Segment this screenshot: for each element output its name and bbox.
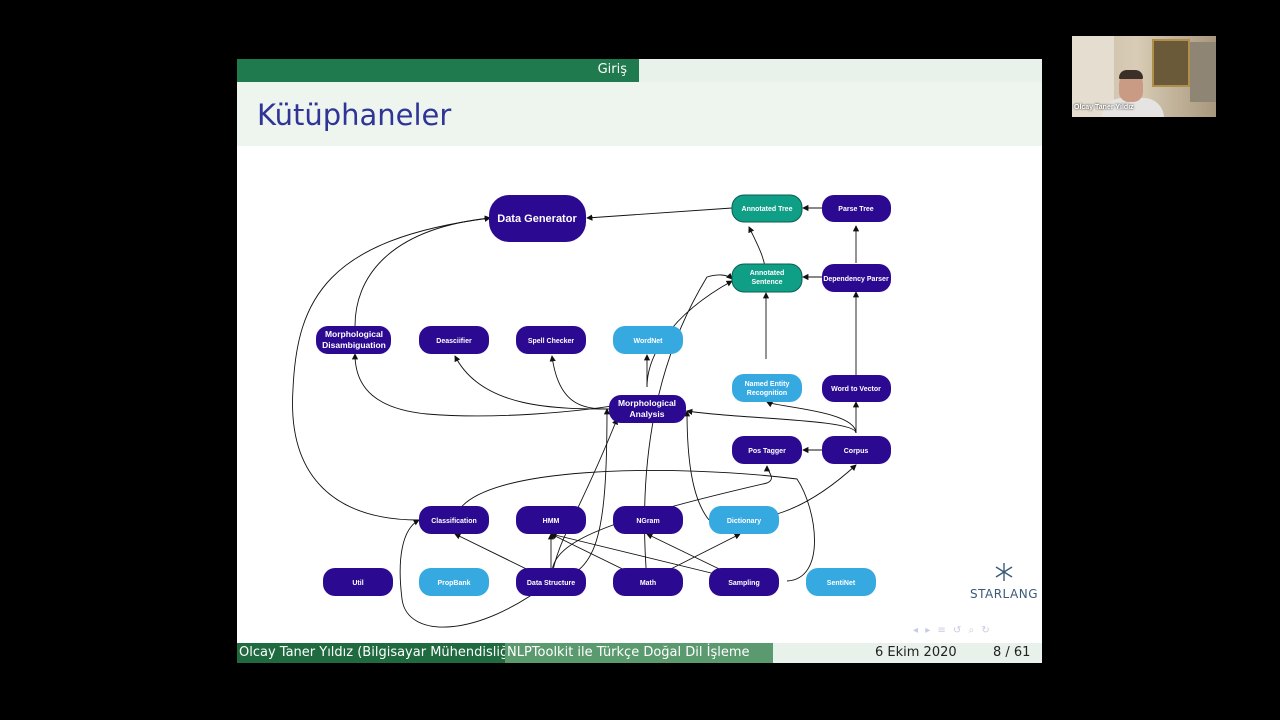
node-corpus[interactable]: Corpus (822, 436, 891, 464)
node-math[interactable]: Math (613, 568, 683, 596)
node-label: HMM (543, 518, 560, 525)
footer-author: Olcay Taner Yıldız (Bilgisayar Mühendisl… (239, 645, 505, 660)
title-bar: Kütüphaneler (237, 82, 1042, 146)
node-label: Recognition (747, 390, 787, 397)
slide: Giriş Kütüphaneler (237, 59, 1042, 663)
node-label: PropBank (437, 580, 470, 587)
node-ngram[interactable]: NGram (613, 506, 683, 534)
node-label: Spell Checker (528, 338, 575, 345)
node-data-generator[interactable]: Data Generator (489, 195, 586, 242)
section-label: Giriş (597, 62, 627, 77)
node-label: Annotated Tree (742, 206, 793, 213)
starlang-logo: STARLANG (959, 561, 1042, 601)
node-label: Classification (431, 518, 477, 525)
node-data-structure[interactable]: Data Structure (516, 568, 586, 596)
node-label: Pos Tagger (748, 448, 786, 455)
node-label: Morphological (325, 329, 383, 339)
webcam-person-body (1102, 98, 1164, 117)
node-label: Dictionary (727, 518, 761, 525)
node-label: Corpus (844, 448, 869, 455)
logo-text: STARLANG (969, 587, 1038, 601)
node-label: Morphological (618, 398, 676, 408)
section-tab[interactable]: Giriş (237, 59, 639, 82)
node-spell-checker[interactable]: Spell Checker (516, 326, 586, 354)
node-label: Dependency Parser (823, 276, 889, 283)
node-sentinet[interactable]: SentiNet (806, 568, 876, 596)
webcam-painting (1152, 39, 1190, 87)
node-label: Parse Tree (838, 206, 874, 213)
node-annotated-tree[interactable]: Annotated Tree (731, 194, 803, 223)
node-label: Named Entity (745, 381, 790, 388)
nav-frame-icon[interactable]: ◂ ▸ (913, 625, 933, 636)
node-word-to-vector[interactable]: Word to Vector (822, 375, 891, 402)
section-bar: Giriş (237, 59, 1042, 82)
node-label: Deasciifier (436, 338, 472, 345)
node-label: Data Generator (497, 213, 577, 225)
node-label: Util (352, 580, 363, 587)
node-label: NGram (636, 518, 659, 525)
footer-talk-title: NLPToolkit ile Türkçe Doğal Dil İşleme (507, 645, 750, 660)
node-label: Analysis (630, 409, 665, 419)
node-pos-tagger[interactable]: Pos Tagger (732, 436, 802, 464)
node-label: Annotated (750, 270, 785, 277)
footer-page-number: 8 / 61 (993, 645, 1031, 660)
star-icon (995, 563, 1013, 581)
node-parse-tree[interactable]: Parse Tree (822, 195, 891, 222)
footer-author-box: Olcay Taner Yıldız (Bilgisayar Mühendisl… (237, 643, 505, 663)
node-named-entity-recognition[interactable]: Named Entity Recognition (732, 374, 802, 402)
slide-title: Kütüphaneler (257, 98, 452, 132)
node-util[interactable]: Util (323, 568, 393, 596)
node-label: Math (640, 580, 656, 587)
webcam-thumbnail[interactable]: Olcay Taner Yıldız (1072, 36, 1216, 117)
node-label: Disambiguation (322, 340, 386, 350)
node-label: Word to Vector (831, 386, 881, 393)
node-deasciifier[interactable]: Deasciifier (419, 326, 489, 354)
node-wordnet[interactable]: WordNet (613, 326, 683, 354)
footer-date-box: 6 Ekim 2020 8 / 61 (773, 643, 1042, 663)
node-dictionary[interactable]: Dictionary (709, 506, 779, 534)
slide-footer: Olcay Taner Yıldız (Bilgisayar Mühendisl… (237, 643, 1042, 663)
participant-name: Olcay Taner Yıldız (1074, 104, 1134, 111)
footer-title-box: NLPToolkit ile Türkçe Doğal Dil İşleme (505, 643, 773, 663)
nav-search-icon[interactable]: ↺ ⌕ ↻ (952, 625, 992, 636)
webcam-person-hair (1119, 70, 1143, 79)
nav-section-icon[interactable]: ≡ (937, 625, 948, 636)
node-hmm[interactable]: HMM (516, 506, 586, 534)
node-dependency-parser[interactable]: Dependency Parser (822, 264, 891, 292)
beamer-navigation[interactable]: ◂ ▸ ≡ ↺ ⌕ ↻ (913, 625, 992, 636)
node-label: Data Structure (527, 580, 575, 587)
node-label: Sentence (751, 279, 782, 286)
node-sampling[interactable]: Sampling (709, 568, 779, 596)
node-label: SentiNet (827, 580, 856, 587)
library-dependency-diagram: Data Generator Annotated Tree Parse Tree… (292, 194, 891, 628)
diagram-edges (292, 204, 860, 628)
node-propbank[interactable]: PropBank (419, 568, 489, 596)
node-label: WordNet (633, 338, 663, 345)
diagram-nodes: Data Generator Annotated Tree Parse Tree… (316, 194, 891, 596)
node-morphological-disambiguation[interactable]: Morphological Disambiguation (316, 326, 391, 354)
footer-date: 6 Ekim 2020 (875, 645, 957, 660)
webcam-curtain (1190, 42, 1216, 102)
node-classification[interactable]: Classification (419, 506, 489, 534)
node-annotated-sentence[interactable]: Annotated Sentence (731, 263, 803, 293)
node-label: Sampling (728, 580, 760, 587)
node-morphological-analysis[interactable]: Morphological Analysis (609, 395, 686, 423)
